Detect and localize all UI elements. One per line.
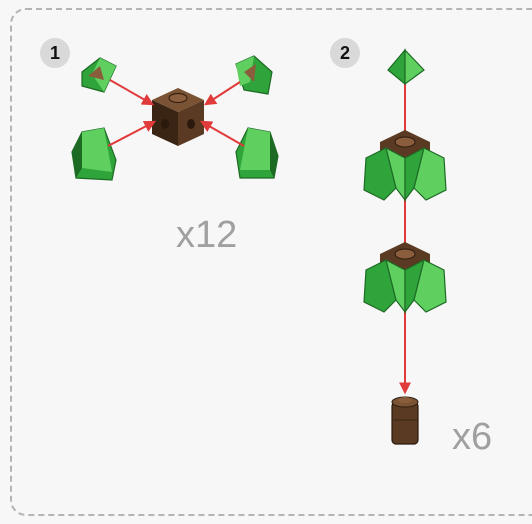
slope-brick-icon bbox=[363, 258, 447, 314]
slope-brick-icon bbox=[235, 127, 279, 179]
step-2-badge: 2 bbox=[330, 38, 360, 68]
cheese-slope-icon bbox=[235, 55, 273, 95]
headlight-brick-icon bbox=[152, 88, 204, 146]
step-2-quantity: x6 bbox=[452, 416, 493, 458]
slope-brick-icon bbox=[71, 127, 117, 181]
arrow-icon bbox=[107, 79, 245, 147]
step-1-badge: 1 bbox=[40, 38, 70, 68]
slope-brick-icon bbox=[363, 146, 447, 202]
slope-brick-icon bbox=[387, 48, 425, 86]
step-1-quantity: x12 bbox=[176, 214, 238, 256]
cheese-slope-icon bbox=[81, 57, 117, 93]
brick-round-icon bbox=[391, 396, 419, 445]
instruction-panel bbox=[10, 8, 532, 516]
